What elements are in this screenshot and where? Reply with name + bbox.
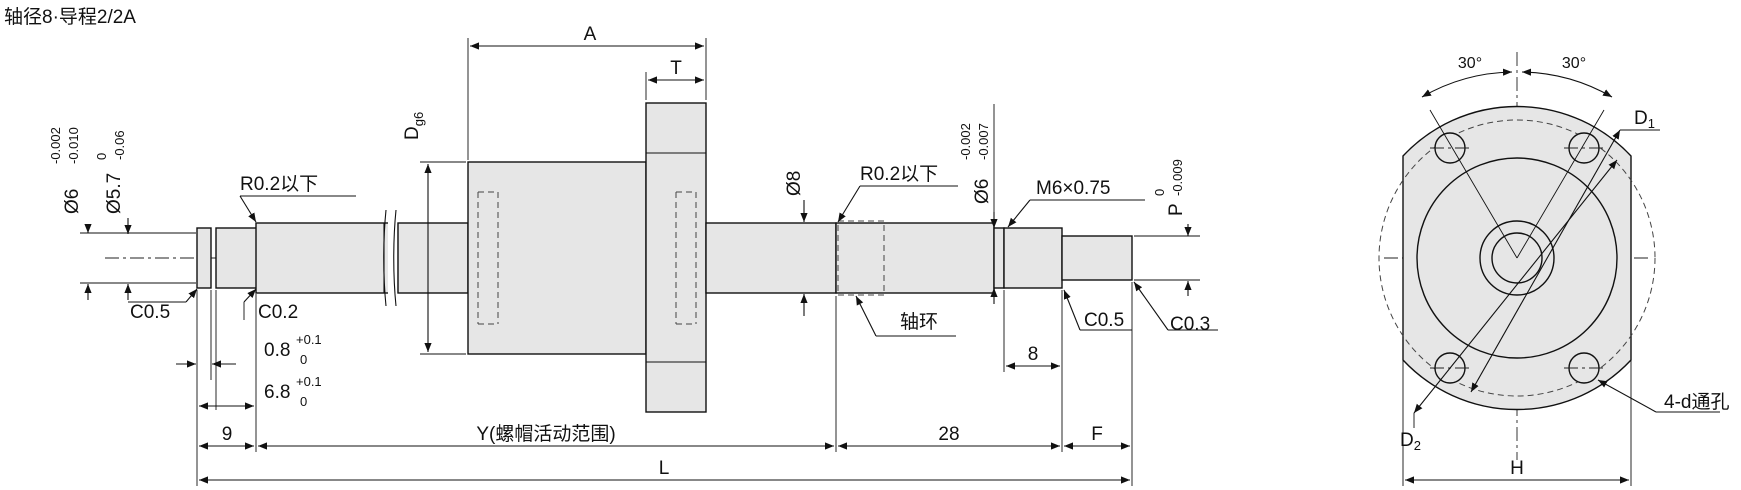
- dim-68: 6.8: [264, 382, 290, 403]
- note-r02-left: R0.2以下: [240, 174, 318, 195]
- side-dimensions: A T Dg6 Ø6 -0.002 -0.010 Ø5.7 0 -0.06 R0…: [48, 24, 1218, 486]
- shaft-right: [705, 222, 837, 294]
- bolt-circle: [1378, 119, 1656, 397]
- dim-phi6-left: Ø6: [62, 189, 83, 214]
- tol-08-low: 0: [300, 352, 307, 367]
- tol-68-up: +0.1: [296, 374, 322, 389]
- tol-68-low: 0: [300, 394, 307, 409]
- dim-Y: Y(螺帽活动范围): [476, 423, 615, 445]
- note-collar: 轴环: [900, 311, 938, 333]
- dim-8: 8: [1028, 344, 1039, 365]
- tol-phi6-right-up: -0.002: [958, 123, 973, 160]
- left-end-collar: [196, 227, 212, 289]
- note-r02-right: R0.2以下: [860, 164, 938, 185]
- pilot-end: [1061, 235, 1133, 281]
- drawing-title: 轴径8·导程2/2A: [4, 7, 136, 28]
- shoulder: [993, 227, 1005, 289]
- dim-phi6-right: Ø6: [972, 179, 993, 204]
- note-holes: 4-d通孔: [1664, 391, 1729, 413]
- tol-P-up: 0: [1152, 189, 1167, 196]
- tol-phi6-right-low: -0.007: [976, 123, 991, 160]
- note-m6: M6×0.75: [1036, 178, 1110, 199]
- left-journal: [215, 227, 259, 289]
- tol-phi6-left-up: -0.002: [48, 127, 63, 164]
- tol-P-low: -0.009: [1170, 159, 1185, 196]
- dim-H: H: [1510, 458, 1524, 479]
- dim-F: F: [1091, 424, 1103, 445]
- collar-shaft: [835, 222, 995, 294]
- shaft-mid: [397, 222, 469, 294]
- angle-right: 30°: [1562, 55, 1586, 72]
- tol-phi6-left-low: -0.010: [66, 127, 81, 164]
- dim-28: 28: [938, 424, 959, 445]
- dim-9: 9: [222, 424, 233, 445]
- note-c03: C0.3: [1170, 314, 1210, 335]
- angle-left: 30°: [1458, 55, 1482, 72]
- end-view: 30° 30° D1 D2 4-d通孔 H: [1378, 52, 1729, 486]
- dim-08: 0.8: [264, 340, 290, 361]
- thread-end: [1003, 227, 1063, 289]
- side-view: [105, 102, 1133, 413]
- tol-08-up: +0.1: [296, 332, 322, 347]
- note-c05-right: C0.5: [1084, 310, 1124, 331]
- tol-phi57-low: -0.06: [112, 130, 127, 160]
- tol-phi57-up: 0: [94, 153, 109, 160]
- dim-A: A: [584, 24, 597, 45]
- dim-phi8: Ø8: [784, 171, 805, 196]
- dim-phi57: Ø5.7: [104, 173, 125, 214]
- nut-body: [467, 161, 647, 355]
- dim-P: P: [1166, 203, 1187, 216]
- note-c02: C0.2: [258, 302, 298, 323]
- dim-L: L: [659, 458, 670, 479]
- dim-Dg6: Dg6: [402, 112, 426, 140]
- dim-D1: D1: [1634, 108, 1655, 131]
- shaft-left: [255, 222, 393, 294]
- note-c05-left: C0.5: [130, 302, 170, 323]
- dim-T: T: [670, 58, 682, 79]
